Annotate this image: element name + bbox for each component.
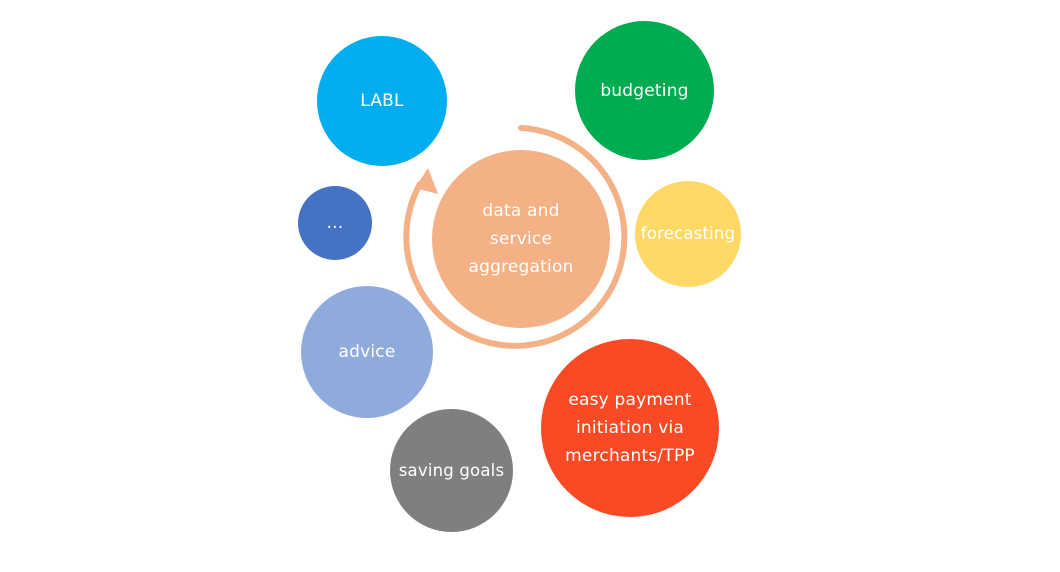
node-saving-goals-label: saving goals: [398, 460, 505, 480]
node-payment-initiation: easy payment initiation via merchants/TP…: [541, 339, 719, 517]
node-labl: LABL: [317, 36, 447, 166]
node-payment-line-3: merchants/TPP: [565, 446, 695, 466]
node-forecasting-label: forecasting: [640, 224, 736, 243]
cycle-arrowhead: [415, 168, 438, 194]
node-more-label: …: [326, 213, 344, 233]
central-node-line-1: data and: [482, 201, 560, 221]
node-payment-line-1: easy payment: [568, 390, 692, 410]
node-forecasting: forecasting: [635, 181, 741, 287]
node-payment-line-2: initiation via: [576, 418, 684, 438]
node-advice-label: advice: [338, 342, 396, 362]
node-more: …: [298, 186, 372, 260]
node-budgeting-label: budgeting: [600, 80, 689, 101]
node-advice: advice: [301, 286, 433, 418]
node-labl-label: LABL: [360, 91, 404, 111]
central-node-line-2: service: [489, 229, 553, 249]
node-budgeting: budgeting: [575, 21, 714, 160]
central-node-line-3: aggregation: [468, 257, 574, 277]
central-node: data and service aggregation: [432, 150, 610, 328]
cycle-arc: [403, 125, 628, 349]
node-saving-goals: saving goals: [390, 409, 513, 532]
